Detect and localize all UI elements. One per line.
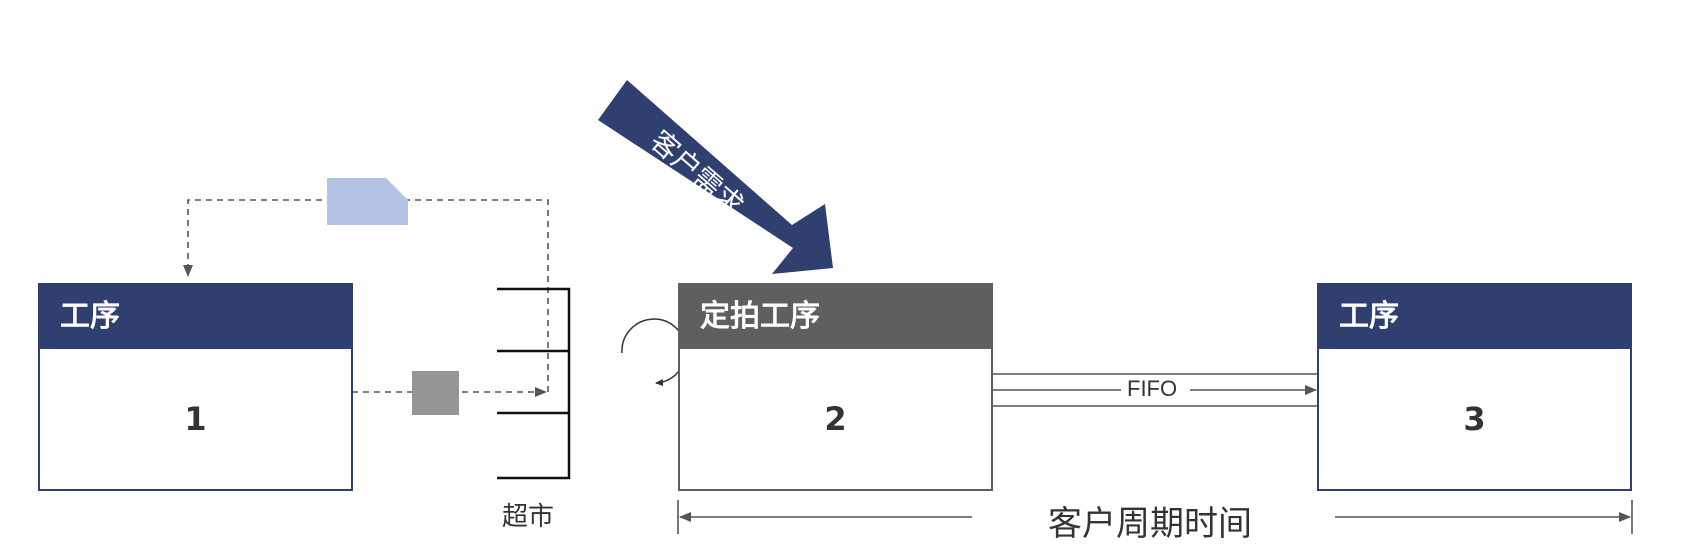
process-box-3: 工序 3	[1317, 283, 1632, 491]
lead-time-label: 客户周期时间	[1048, 504, 1252, 544]
process-1-number: 1	[184, 400, 207, 438]
fifo-lane	[990, 373, 1318, 407]
process-3-number: 3	[1463, 400, 1486, 438]
pacemaker-number: 2	[824, 400, 847, 438]
process-box-1: 工序 1	[38, 283, 353, 491]
cycle-arrow-icon	[621, 318, 687, 387]
lead-time-dimension	[677, 500, 1633, 534]
process-3-header: 工序	[1319, 285, 1630, 349]
wip-square-icon	[412, 371, 459, 415]
process-1-header: 工序	[40, 285, 351, 349]
fifo-label: FIFO	[1127, 376, 1178, 401]
pacemaker-process-box: 定拍工序 2	[678, 283, 993, 491]
pacemaker-header: 定拍工序	[680, 285, 991, 349]
customer-demand-arrow	[598, 80, 833, 274]
supermarket-label: 超市	[502, 502, 555, 532]
kanban-card-icon	[327, 178, 408, 225]
supermarket-shelf	[497, 287, 571, 480]
